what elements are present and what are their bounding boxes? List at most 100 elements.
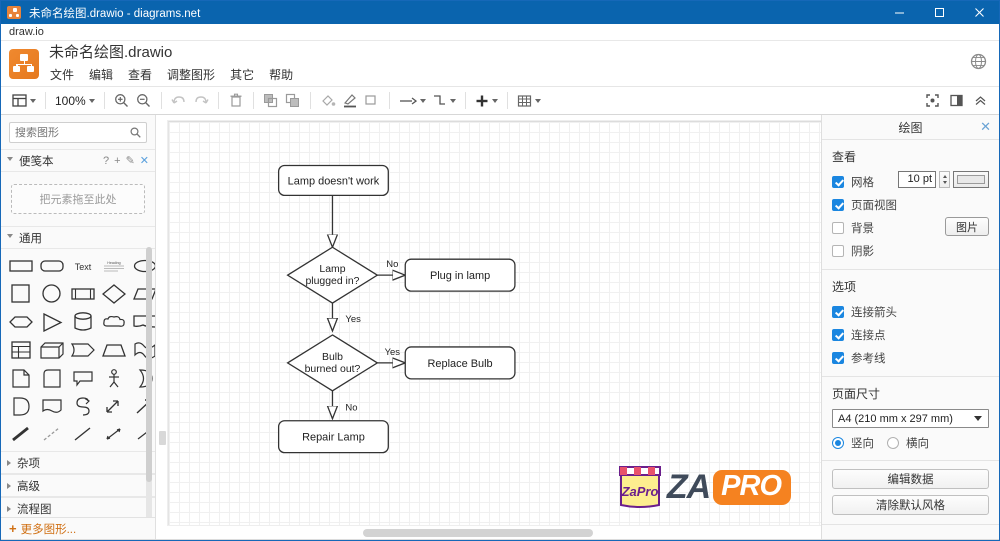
shape-circle[interactable]	[38, 283, 65, 305]
line-thick[interactable]	[7, 423, 34, 445]
shape-triangle[interactable]	[38, 311, 65, 333]
undo-icon[interactable]	[168, 89, 190, 113]
landscape-radio[interactable]	[887, 437, 899, 449]
table-icon[interactable]	[514, 89, 544, 113]
grid-checkbox[interactable]	[832, 175, 844, 188]
close-button[interactable]	[959, 1, 999, 24]
clear-default-style-button[interactable]: 清除默认风格	[832, 495, 989, 515]
shape-rounded-rectangle[interactable]	[38, 255, 65, 277]
shape-hexagon[interactable]	[7, 311, 34, 333]
line-bidirectional[interactable]	[100, 423, 127, 445]
paper-size-select[interactable]: A4 (210 mm x 297 mm)	[832, 409, 989, 428]
menu-help[interactable]: 帮助	[269, 68, 294, 82]
shape-diamond[interactable]	[100, 283, 127, 305]
search-input[interactable]	[15, 126, 130, 139]
line-dashed[interactable]	[38, 423, 65, 445]
fill-color-icon[interactable]	[317, 89, 339, 113]
shape-trapezoid[interactable]	[100, 339, 127, 361]
shape-callout[interactable]	[131, 311, 155, 333]
menu-edit[interactable]: 编辑	[89, 68, 114, 82]
zoom-out-icon[interactable]	[133, 89, 155, 113]
scratchpad-dropzone[interactable]: 把元素拖至此处	[11, 184, 145, 214]
redo-icon[interactable]	[190, 89, 212, 113]
grid-color-swatch[interactable]	[953, 171, 989, 188]
guides-checkbox[interactable]	[832, 351, 844, 364]
shape-text[interactable]: Text	[69, 255, 96, 277]
connection-points-checkbox[interactable]	[832, 328, 844, 341]
line-directional[interactable]	[131, 423, 155, 445]
shape-cylinder[interactable]	[69, 311, 96, 333]
shape-document[interactable]	[7, 367, 34, 389]
shape-moon[interactable]	[131, 367, 155, 389]
shape-arrow-pentagon[interactable]	[69, 339, 96, 361]
shape-curve[interactable]	[69, 395, 96, 417]
shadow-checkbox[interactable]	[832, 244, 844, 257]
shape-textbox[interactable]: Heading	[100, 255, 127, 277]
page-view-row: 页面视图	[832, 195, 989, 214]
edit-icon[interactable]: ✎	[125, 155, 135, 167]
shape-table[interactable]	[7, 339, 34, 361]
shape-cloud[interactable]	[100, 311, 127, 333]
language-globe-icon[interactable]	[970, 53, 987, 70]
add-icon[interactable]: +	[114, 154, 121, 167]
options-section: 选项 连接箭头 连接点 参考线	[822, 270, 999, 377]
search-shapes-box[interactable]	[9, 122, 147, 143]
sidebar-section-advanced[interactable]: 高级	[1, 474, 155, 497]
shape-square[interactable]	[7, 283, 34, 305]
fullscreen-icon[interactable]	[921, 89, 943, 113]
collapse-chevron-icon[interactable]	[969, 89, 991, 113]
minimize-button[interactable]	[879, 1, 919, 24]
close-icon[interactable]: ✕	[980, 119, 991, 134]
shape-half-circle[interactable]	[7, 395, 34, 417]
view-layers-icon[interactable]	[9, 89, 39, 113]
waypoints-icon[interactable]	[429, 89, 459, 113]
shape-tape[interactable]	[38, 395, 65, 417]
close-icon[interactable]: ✕	[139, 155, 149, 167]
grid-size-stepper[interactable]	[939, 171, 950, 188]
zoom-in-icon[interactable]	[111, 89, 133, 113]
shape-speech-bubble[interactable]	[69, 367, 96, 389]
format-panel-icon[interactable]	[945, 89, 967, 113]
shape-double-arrow[interactable]	[100, 395, 127, 417]
sidebar-collapse-handle[interactable]	[159, 431, 166, 445]
shadow-icon[interactable]	[361, 89, 383, 113]
shape-actor[interactable]	[100, 367, 127, 389]
zoom-level-button[interactable]: 100%	[52, 89, 98, 113]
to-front-icon[interactable]	[260, 89, 282, 113]
menu-arrange[interactable]: 调整图形	[167, 68, 216, 82]
help-icon[interactable]: ?	[103, 154, 110, 167]
delete-icon[interactable]	[225, 89, 247, 113]
shape-parallelogram[interactable]	[131, 283, 155, 305]
sidebar-scrollbar[interactable]	[146, 247, 152, 527]
grid-size-input[interactable]: 10 pt	[898, 171, 936, 188]
to-back-icon[interactable]	[282, 89, 304, 113]
menu-extras[interactable]: 其它	[230, 68, 255, 82]
line-color-icon[interactable]	[339, 89, 361, 113]
insert-icon[interactable]	[472, 89, 501, 113]
shape-folded-corner[interactable]	[38, 367, 65, 389]
line-plain[interactable]	[69, 423, 96, 445]
portrait-radio[interactable]	[832, 437, 844, 449]
menu-file[interactable]: 文件	[50, 68, 75, 82]
diagram-canvas[interactable]: Lamp doesn't work Lamp plugged in? Plug …	[156, 115, 821, 539]
background-image-button[interactable]: 图片	[945, 217, 989, 236]
maximize-button[interactable]	[919, 1, 959, 24]
shape-process[interactable]	[69, 283, 96, 305]
sidebar-section-general[interactable]: 通用	[1, 226, 155, 249]
shape-rectangle[interactable]	[7, 255, 34, 277]
canvas-horizontal-scrollbar[interactable]	[168, 529, 821, 537]
shape-cube[interactable]	[38, 339, 65, 361]
canvas-grid	[168, 121, 821, 525]
page-view-checkbox[interactable]	[832, 198, 844, 211]
connection-arrows-checkbox[interactable]	[832, 305, 844, 318]
more-shapes-button[interactable]: + 更多图形...	[1, 517, 155, 539]
shape-wave[interactable]	[131, 339, 155, 361]
shape-ellipse[interactable]	[131, 255, 155, 277]
connection-arrow-icon[interactable]	[396, 89, 429, 113]
sidebar-section-misc[interactable]: 杂项	[1, 451, 155, 474]
shape-arrow[interactable]	[131, 395, 155, 417]
menu-view[interactable]: 查看	[128, 68, 153, 82]
background-checkbox[interactable]	[832, 221, 844, 234]
edit-data-button[interactable]: 编辑数据	[832, 469, 989, 489]
sidebar-section-scratchpad[interactable]: 便笺本 ? + ✎ ✕	[1, 149, 155, 172]
